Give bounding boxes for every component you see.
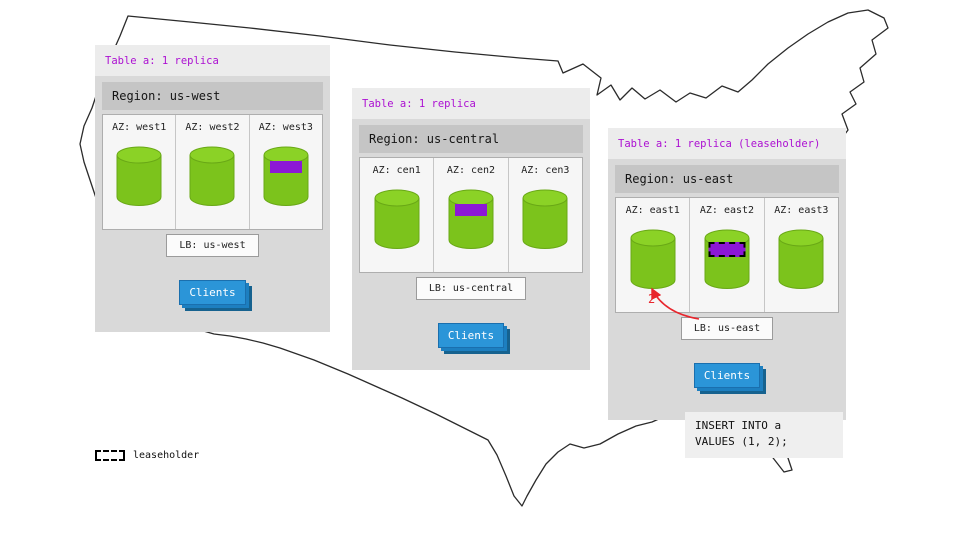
- database-cylinder-icon: [630, 229, 676, 289]
- legend-label: leaseholder: [133, 450, 200, 461]
- az-cell-west3: AZ: west3: [248, 115, 322, 229]
- clients-button-us-central[interactable]: Clients: [437, 323, 505, 348]
- region-panel-us-east: Table a: 1 replica (leaseholder) Region:…: [608, 128, 846, 420]
- database-cylinder-icon: [374, 189, 420, 249]
- database-cylinder-icon: [448, 189, 494, 249]
- az-label: AZ: cen2: [446, 165, 496, 176]
- leaseholder-range-band-icon: [708, 242, 746, 257]
- az-label: AZ: west3: [258, 122, 313, 133]
- az-cell-cen3: AZ: cen3: [507, 158, 582, 272]
- clients-button-us-east[interactable]: Clients: [693, 363, 761, 388]
- leaseholder-swatch-icon: [95, 450, 125, 461]
- legend-leaseholder: leaseholder: [95, 450, 199, 461]
- az-label: AZ: east3: [774, 205, 829, 216]
- load-balancer-us-west: LB: us-west: [166, 234, 259, 257]
- table-replica-header: Table a: 1 replica: [352, 88, 590, 119]
- load-balancer-us-central: LB: us-central: [415, 277, 527, 300]
- az-label: AZ: west2: [185, 122, 240, 133]
- load-balancer-us-east: LB: us-east: [680, 317, 774, 340]
- region-panel-us-central: Table a: 1 replica Region: us-central AZ…: [352, 88, 590, 370]
- database-cylinder-icon: [522, 189, 568, 249]
- table-replica-header-text: Table a: 1 replica: [362, 97, 476, 110]
- az-label: AZ: west1: [112, 122, 167, 133]
- database-cylinder-icon: [263, 146, 309, 206]
- az-cell-cen1: AZ: cen1: [360, 158, 433, 272]
- table-replica-header-text: Table a: 1 replica (leaseholder): [618, 137, 821, 150]
- az-label: AZ: east1: [625, 205, 680, 216]
- region-title-us-east: Region: us-east: [615, 165, 839, 193]
- az-cell-west1: AZ: west1: [103, 115, 175, 229]
- table-replica-header: Table a: 1 replica: [95, 45, 330, 76]
- az-cell-east1: AZ: east1: [616, 198, 689, 312]
- az-label: AZ: cen3: [521, 165, 570, 176]
- table-replica-header: Table a: 1 replica (leaseholder): [608, 128, 846, 159]
- database-cylinder-icon: [116, 146, 162, 206]
- region-panel-us-west: Table a: 1 replica Region: us-west AZ: w…: [95, 45, 330, 332]
- replica-range-band-icon: [269, 161, 302, 173]
- az-cell-east3: AZ: east3: [763, 198, 838, 312]
- az-cell-cen2: AZ: cen2: [433, 158, 507, 272]
- table-replica-header-text: Table a: 1 replica: [105, 54, 219, 67]
- replica-range-band-icon: [454, 204, 487, 216]
- sql-statement-box: INSERT INTO a VALUES (1, 2);: [685, 412, 843, 458]
- database-cylinder-icon: [189, 146, 235, 206]
- az-cell-east2: AZ: east2: [689, 198, 763, 312]
- region-title-us-central: Region: us-central: [359, 125, 583, 153]
- az-label: AZ: cen1: [372, 165, 421, 176]
- az-row-us-east: AZ: east1 AZ: east2 AZ: east3: [615, 197, 839, 313]
- database-cylinder-icon: [704, 229, 750, 289]
- region-title-us-west: Region: us-west: [102, 82, 323, 110]
- clients-button-us-west[interactable]: Clients: [179, 280, 246, 305]
- database-cylinder-icon: [778, 229, 824, 289]
- az-row-us-central: AZ: cen1 AZ: cen2 AZ: cen3: [359, 157, 583, 273]
- az-label: AZ: east2: [699, 205, 755, 216]
- az-row-us-west: AZ: west1 AZ: west2 AZ: west3: [102, 114, 323, 230]
- az-cell-west2: AZ: west2: [175, 115, 248, 229]
